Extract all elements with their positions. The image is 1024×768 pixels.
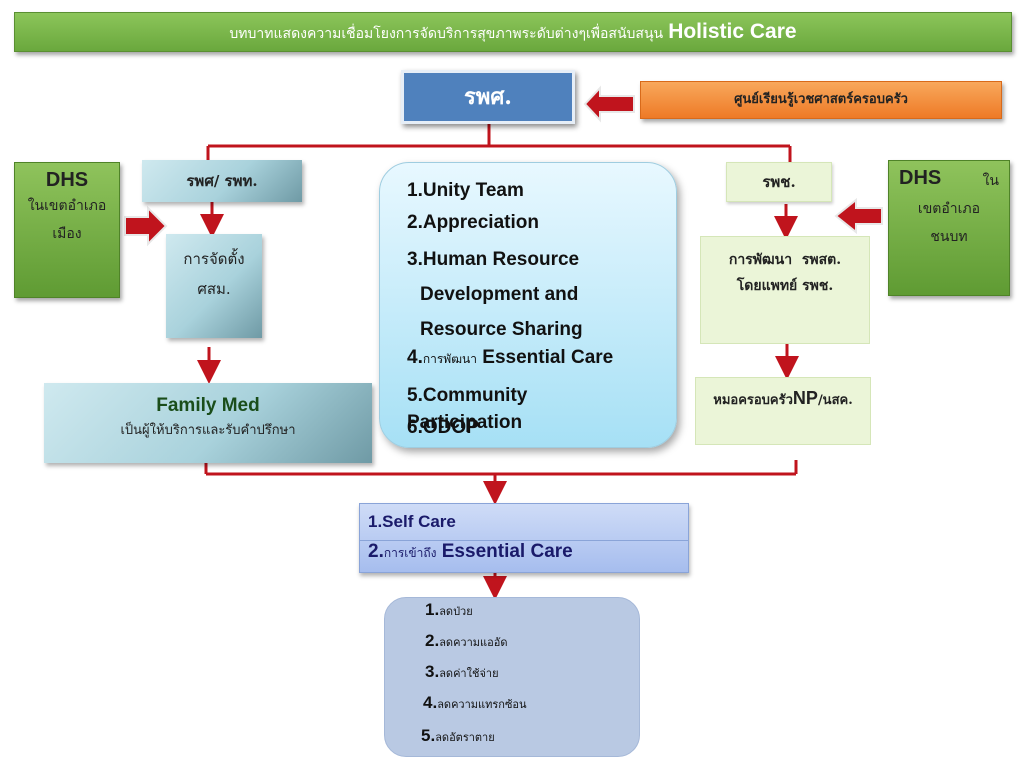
family-med-subtitle: เป็นผู้ให้บริการและรับคำปรึกษา [120,423,296,438]
self-care-box: 1.Self Care 2.การเข้าถึง Essential Care [359,503,689,573]
block-arrow-orange-to-rpsh [583,85,635,123]
block-arrow-dhs-right [834,197,883,235]
top-node-rpsh: รพศ. [401,70,575,124]
outcome-5-text: ลดอัตราตาย [435,731,495,744]
family-med-box: Family Med เป็นผู้ให้บริการและรับคำปรึกษ… [44,383,372,463]
outcome-2: 2.ลดความแออัด [425,631,507,651]
dhs-left-title: DHS [45,169,89,191]
outcome-3: 3.ลดค่าใช้จ่าย [425,662,499,682]
self-care-item-2-en: Essential Care [436,541,573,562]
center-item-5: 5.Community [407,385,528,406]
right-hospital-box: รพช. [726,162,832,202]
dhs-right-title: DHS [899,167,942,189]
center-item-1: 1.Unity Team [407,180,524,201]
outcome-5-num: 5. [421,726,436,745]
outcome-3-text: ลดค่าใช้จ่าย [439,667,499,680]
outcome-1-num: 1. [425,600,440,619]
family-doctor-box: หมอครอบครัวNP/นสค. [695,377,871,445]
outcome-2-text: ลดความแออัด [439,636,508,649]
family-doctor-np: NP [792,388,818,408]
title-thai: บทบาทแสดงความเชื่อมโยงการจัดบริการสุขภาพ… [229,26,664,42]
self-care-item-2: 2.การเข้าถึง Essential Care [368,541,573,563]
center-item-6: 6.ODOP [407,417,479,438]
dhs-right-box: DHS ใน เขตอำเภอ ชนบท [888,160,1010,296]
setup-line1: การจัดตั้ง [183,250,245,268]
left-hospital-box: รพศ/ รพท. [142,160,302,202]
center-item-4-text: Essential Care [477,347,614,368]
outcome-1: 1.ลดป่วย [425,600,473,620]
family-doctor-suffix: /นสค. [817,393,853,408]
outcome-4: 4.ลดความแทรกซ้อน [423,693,527,713]
core-principles-panel: 1.Unity Team 2.Appreciation 3.Human Reso… [379,162,677,448]
center-item-4: 4.การพัฒนา Essential Care [407,347,613,369]
dhs-right-line1: เขตอำเภอ [917,201,981,217]
center-item-4-thai: การพัฒนา [422,352,477,366]
family-doctor-prefix: หมอครอบครัว [713,393,793,408]
outcomes-panel: 1.ลดป่วย 2.ลดความแออัด 3.ลดค่าใช้จ่าย 4.… [384,597,640,757]
development-line2: โดยแพทย์ รพช. [736,278,834,294]
dhs-left-line2: เมือง [52,226,82,242]
dhs-left-line1: ในเขตอำเภอ [27,198,107,214]
development-line1: การพัฒนา รพสต. [728,252,842,268]
development-box: การพัฒนา รพสต. โดยแพทย์ รพช. [700,236,870,344]
dhs-left-box: DHS ในเขตอำเภอ เมือง [14,162,120,298]
center-item-5-cont: Participation [407,412,523,433]
title-english: Holistic Care [668,20,797,43]
self-care-item-2-num: 2. [368,541,384,562]
learning-center-box: ศูนย์เรียนรู้เวชศาสตร์ครอบครัว [640,81,1002,119]
family-med-title: Family Med [156,395,260,416]
title-bar: บทบาทแสดงความเชื่อมโยงการจัดบริการสุขภาพ… [14,12,1012,52]
outcome-4-num: 4. [423,693,438,712]
block-arrow-dhs-left [124,205,168,247]
dhs-right-word: ใน [982,173,999,189]
outcome-1-text: ลดป่วย [439,605,473,618]
center-item-3-cont2: Resource Sharing [420,319,583,340]
outcome-3-num: 3. [425,662,440,681]
setup-box: การจัดตั้ง ศสม. [166,234,262,338]
center-item-4-num: 4. [407,347,423,368]
self-care-item-2-thai: การเข้าถึง [383,546,437,560]
outcome-5: 5.ลดอัตราตาย [421,726,495,746]
center-item-3-cont1: Development and [420,284,579,305]
self-care-item-1: 1.Self Care [368,512,456,531]
dhs-right-line2: ชนบท [930,229,968,245]
setup-line2: ศสม. [197,280,231,298]
center-item-3: 3.Human Resource [407,249,580,270]
center-item-2: 2.Appreciation [407,212,539,233]
outcome-4-text: ลดความแทรกซ้อน [437,698,527,711]
outcome-2-num: 2. [425,631,440,650]
